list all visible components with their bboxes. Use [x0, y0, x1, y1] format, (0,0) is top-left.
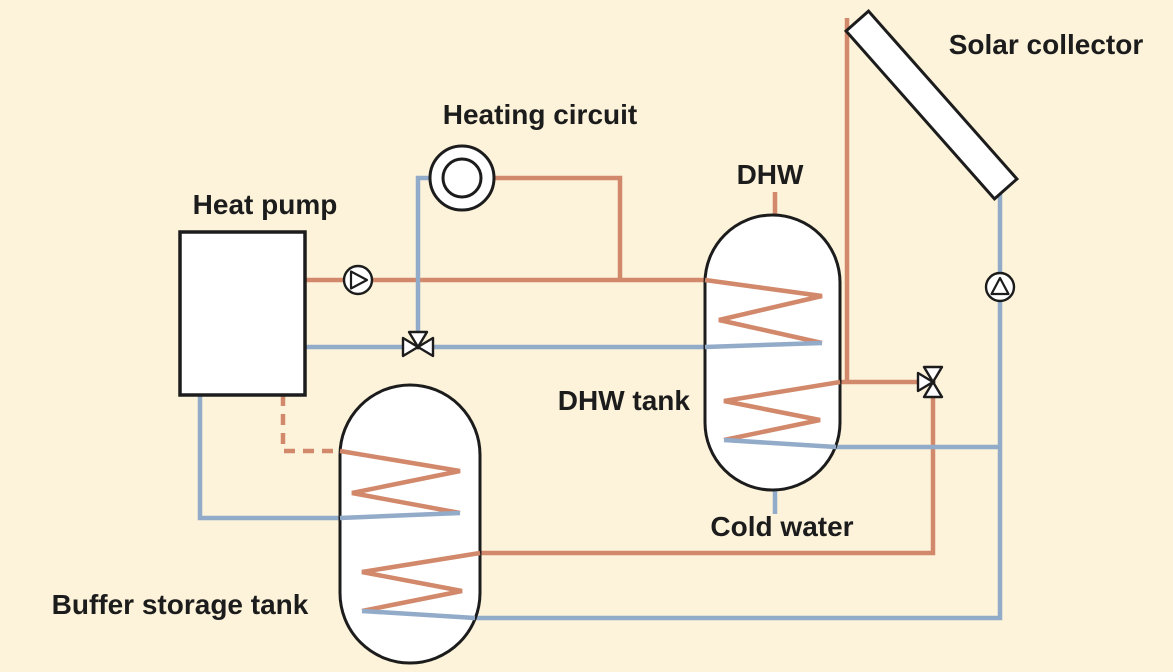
dhw-upper-coil-hot: [704, 277, 823, 346]
dhw-lower-coil-hot: [723, 379, 841, 443]
dhw-tank-label: DHW tank: [558, 385, 691, 416]
dhw-label: DHW: [737, 159, 804, 190]
heating-circuit-supply-pipe: [494, 175, 623, 280]
dhw-tank-body: [703, 213, 842, 492]
cold-water-label: Cold water: [710, 511, 853, 542]
heating-circuit-return-pipe: [415, 175, 431, 347]
heating-circuit-label: Heating circuit: [443, 99, 637, 130]
heat-pump-label: Heat pump: [193, 189, 338, 220]
dhw-lower-coil-cold: [723, 437, 837, 450]
components: [178, 9, 1020, 665]
heating-circuit-inner-circle-icon: [441, 157, 483, 199]
solar-collector-rect: [843, 9, 1020, 201]
buffer-upper-coil-hot: [339, 448, 461, 516]
buffer-lower-coil-hot: [361, 550, 481, 614]
solar-to-buffer-feed-pipe: [480, 382, 936, 556]
solar-return-riser-pipe: [475, 190, 1003, 621]
dhw-upper-coil-cold: [704, 340, 823, 350]
tank-coils: [339, 277, 841, 621]
heat-pump-box: [178, 230, 307, 397]
three-way-valve-icon: [401, 330, 435, 358]
solar-three-way-valve-icon: [916, 365, 944, 399]
labels: Heat pump Heating circuit Solar collecto…: [52, 29, 1144, 620]
buffer-tank-body: [338, 383, 482, 665]
buffer-to-heat-pump-return-pipe: [197, 395, 340, 521]
buffer-lower-coil-cold: [361, 608, 476, 621]
solar-collector-panel: [843, 9, 1020, 201]
solar-collector-label: Solar collector: [949, 29, 1144, 60]
hot-pipes: [280, 18, 936, 556]
solar-pump-icon: [984, 271, 1016, 303]
heat-pump-buffer-dashed-pipe: [280, 395, 340, 454]
fittings: [342, 264, 1016, 399]
pump-icon: [342, 264, 374, 296]
buffer-storage-tank-label: Buffer storage tank: [52, 589, 309, 620]
buffer-upper-coil-cold: [339, 510, 461, 521]
cold-pipes: [197, 175, 1003, 621]
